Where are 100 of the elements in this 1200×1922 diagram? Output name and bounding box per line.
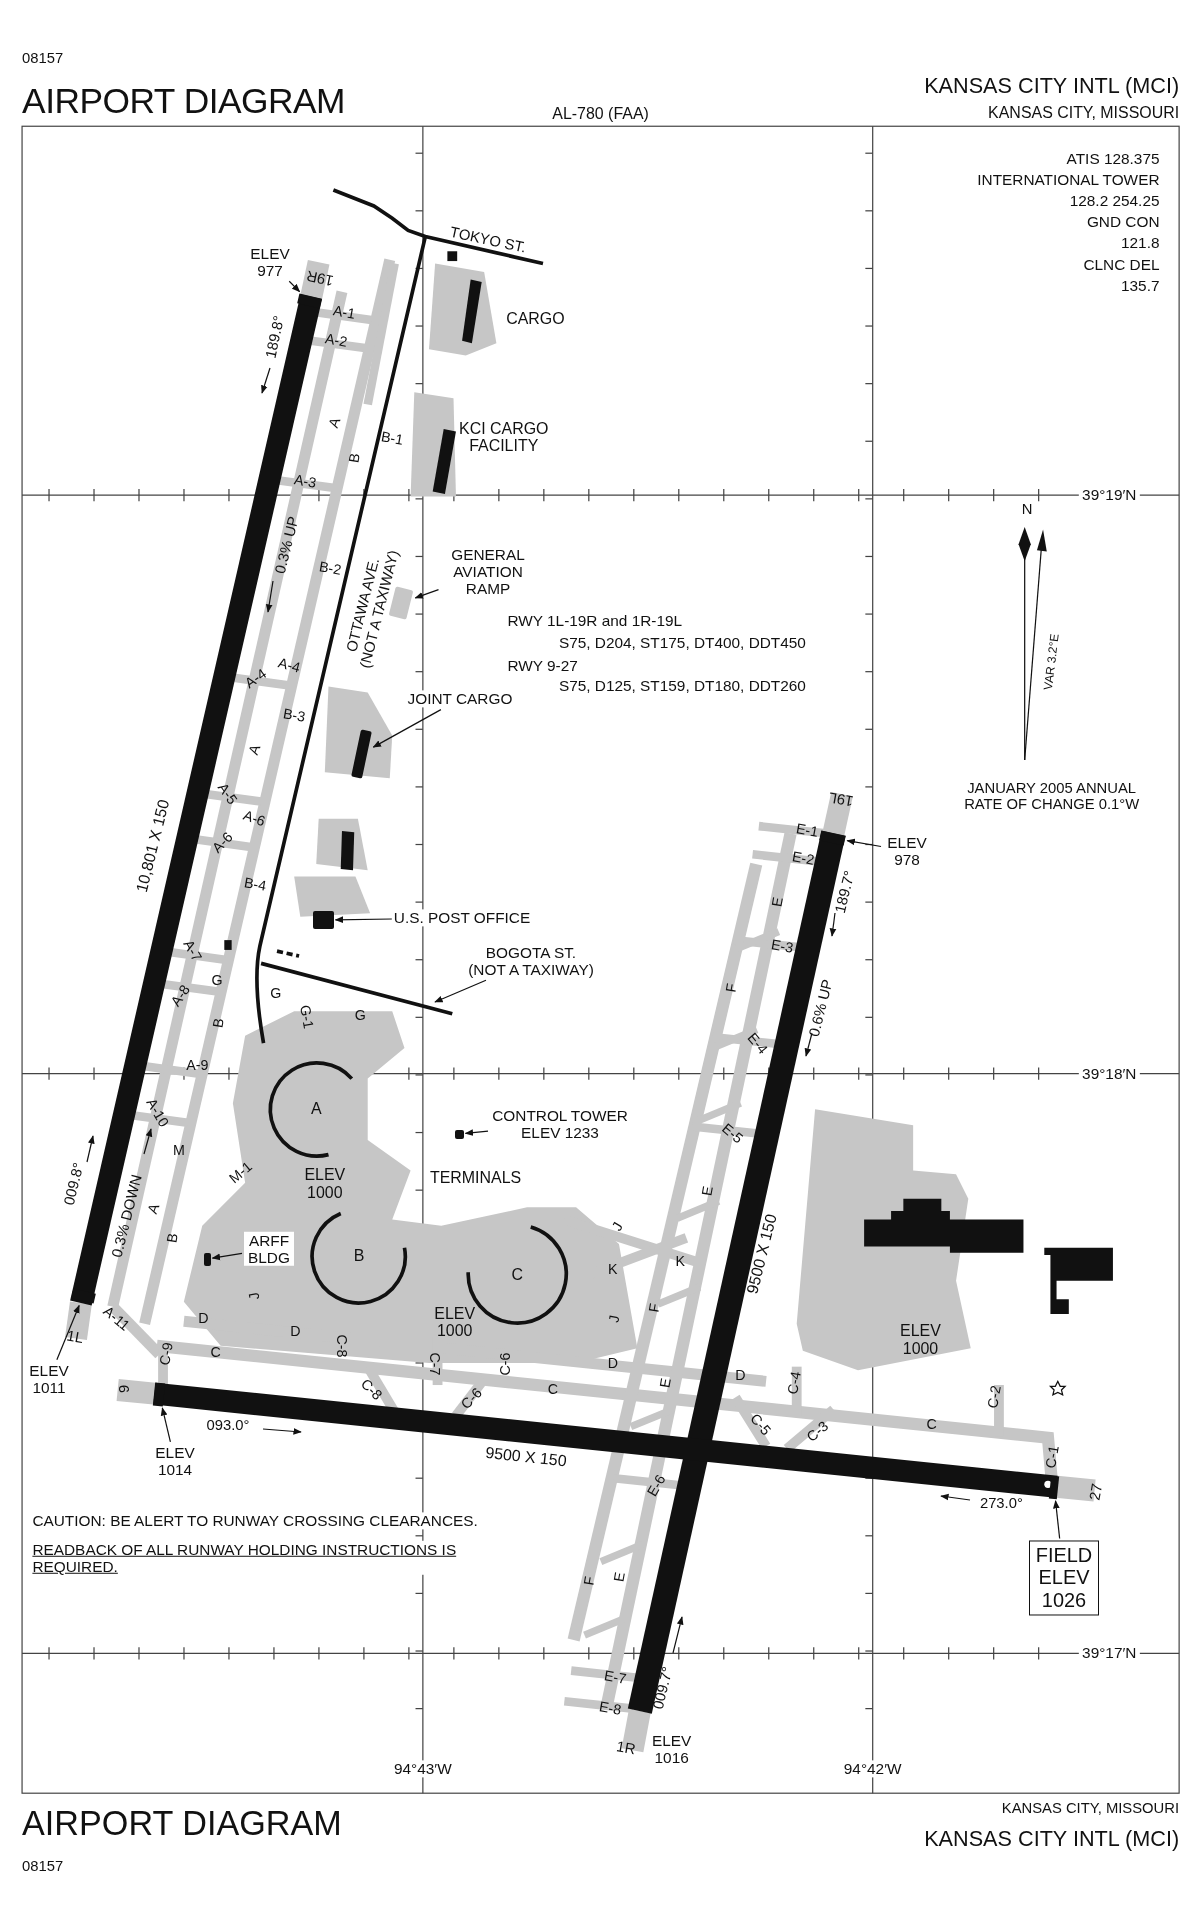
frequency-text: 128.2 254.25 [1069,192,1160,210]
frequency-text: 135.7 [1121,276,1160,295]
building [203,1252,211,1266]
taxiway-label: F [723,982,741,994]
callout-text: U.S. POST OFFICE [393,909,531,927]
taxiway-label: F [580,1575,599,1587]
leader-line [434,979,487,1003]
taxiway-label: B-1 [379,429,405,449]
taxiway-label: D [607,1356,618,1373]
heading-label: 009.8° [60,1161,87,1207]
taxiway-label: A-7 [179,937,205,965]
frequency-text: ATIS 128.375 [1066,150,1160,168]
taxiway-label: F [645,1302,664,1314]
gradient-label: 0.3% DOWN [109,1172,146,1259]
taxiway-label: A-6 [240,807,267,831]
diagram-title: AIRPORT DIAGRAM [22,80,345,121]
taxiway-label: E-2 [790,849,816,869]
runway-dimension: 9500 X 150 [743,1212,781,1296]
airport-name: KANSAS CITY INTL (MCI) [924,1826,1180,1851]
frequency-text: 121.8 [1121,234,1160,252]
taxiway-label: B [210,1017,229,1030]
taxiway-label: G [270,986,282,1002]
taxiway-label: J [606,1313,624,1324]
taxiway-label: A-5 [213,780,240,808]
taxiway-label: B-2 [317,558,342,579]
runway-number: 19L [827,788,855,810]
runway-dimension: 10,801 X 150 [133,797,174,894]
taxiway-label: C-1 [1043,1444,1063,1470]
elevation-text: ELEV 1016 [651,1731,693,1767]
leader-line [372,709,442,748]
leader-line [414,589,440,599]
runway-end [1048,1475,1060,1499]
taxiway-label: E [656,1376,675,1389]
taxiway-label: E-4 [744,1030,771,1058]
gradient-label: 0.3% UP [271,515,302,576]
taxiway-label: A-1 [332,302,357,323]
variation-note: JANUARY 2005 ANNUAL RATE OF CHANGE 0.1°W [963,780,1141,814]
taxiway-label: A-4 [242,666,270,692]
taxiway-label: C-8 [332,1334,349,1358]
heading-label: 189.7° [831,869,858,916]
frequency-text: CLNC DEL [1083,256,1160,274]
taxiway-label: D [198,1310,209,1327]
taxiway-label: J [609,1219,627,1234]
leader-line [56,1304,80,1361]
elevation-text: FIELD ELEV 1026 [1034,1544,1094,1612]
taxiway-label: G-1 [296,1004,317,1031]
elevation-text: ELEV 1000 [303,1166,347,1202]
heading-label: 273.0° [979,1494,1023,1511]
taxiway-label: A [245,742,265,758]
heading-label: 093.0° [206,1417,250,1434]
chart-number: 08157 [22,1857,64,1874]
variation-label: VAR 3.2°E [1041,633,1062,691]
longitude-label: 94°43′W [391,1760,455,1778]
taxiway-label: E-7 [603,1668,628,1688]
frequency-text: INTERNATIONAL TOWER [977,171,1160,189]
taxiway-label: K [675,1254,685,1271]
leader-line [211,1252,243,1261]
taxiway-label: C-6 [498,1352,515,1376]
taxiway-label: A-4 [276,654,302,677]
chart-number: 08157 [22,49,64,66]
taxiway-label: A-2 [323,330,349,351]
runway-strength-text: S75, D125, ST159, DT180, DDT260 [558,677,806,695]
north-label: N [1021,500,1033,517]
taxiway-label: E-3 [769,937,795,958]
chart-number: AL-780 (FAA) [552,105,649,123]
taxiway-label: C-6 [458,1384,486,1413]
taxiway-label: K [608,1261,618,1278]
taxiway-label: A-11 [100,1303,133,1335]
runway-strength-text: RWY 1L-19R and 1R-19L [507,612,683,631]
taxiway-label: C-9 [156,1341,177,1368]
leader-line [846,838,882,848]
taxiway-label: M-1 [226,1159,256,1187]
taxiway-label: C-5 [746,1411,774,1440]
terminal-label: A [310,1100,322,1119]
taxiway-label: C [210,1345,221,1362]
taxiway-label: G [211,972,223,989]
building-label: KCI CARGO FACILITY [458,419,550,456]
runway-strength-text: RWY 9-27 [507,656,578,675]
elevation-text: ELEV 1000 [899,1321,942,1358]
leader-line [334,916,393,924]
taxiway-label: A-6 [209,829,237,857]
taxiway-label: E [699,1185,718,1198]
leader-line [1053,1500,1061,1540]
taxiway-label: D [735,1368,746,1385]
taxiway-label: E-6 [644,1471,670,1500]
runway-number: 1R [615,1738,638,1758]
taxiway-label: A-9 [186,1058,209,1075]
taxiway-label: A [325,415,344,431]
runway-number: 19R [304,267,335,290]
heading-label: 009.7° [649,1664,677,1711]
building-label: CARGO [506,309,565,328]
taxiway-label: A-3 [292,471,318,492]
control-tower [454,1129,464,1139]
heading-label: 189.8° [261,314,288,360]
taxiway-label: C-2 [985,1384,1006,1410]
taxiway-label: A-8 [168,982,195,1011]
taxiway-label: E [611,1571,629,1584]
runway-number: 1L [65,1327,85,1347]
taxiway-label: C [926,1417,937,1434]
elevation-text: ELEV 1000 [433,1304,477,1341]
